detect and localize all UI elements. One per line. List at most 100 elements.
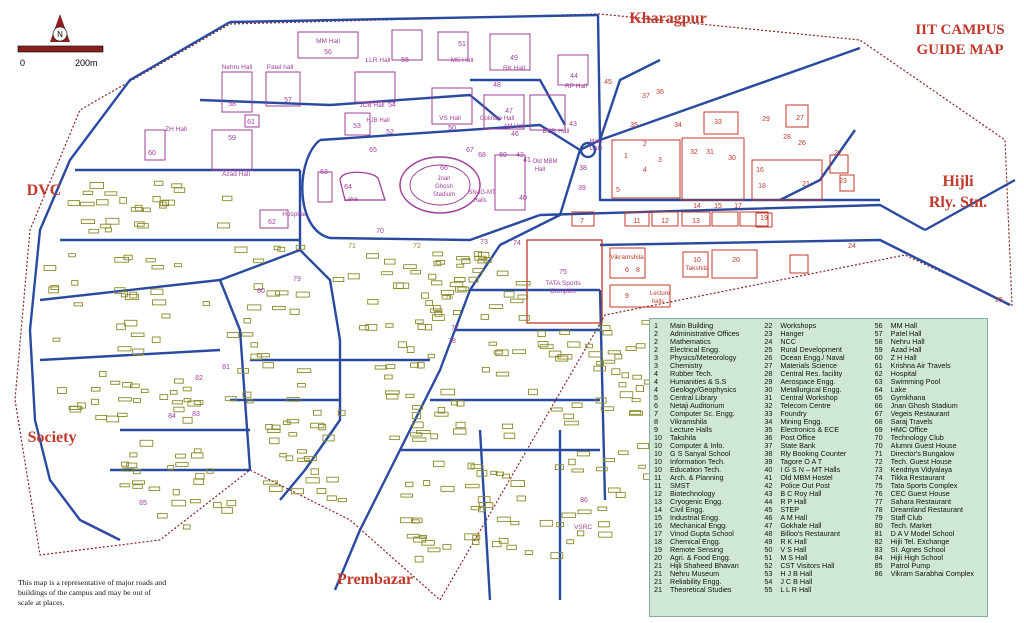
map-label-n35[interactable]: 35 [630,122,638,129]
map-label-n17[interactable]: 17 [734,203,742,210]
map-label-n76[interactable]: 76 [445,294,453,301]
map-label-bcr_n[interactable]: 43 [569,121,577,128]
map-label-n23[interactable]: 23 [839,178,847,185]
map-label-n7[interactable]: 7 [580,218,584,225]
map-label-n45[interactable]: 45 [604,79,612,86]
map-label-lecture[interactable]: Lecture [650,291,671,297]
map-label-n67[interactable]: 67 [466,147,474,154]
map-label-n19[interactable]: 19 [760,215,768,222]
map-label-llr_n[interactable]: 55 [401,57,409,64]
map-label-bcr[interactable]: BCR Hall [543,128,570,135]
map-label-n6[interactable]: 6 [625,267,629,274]
map-label-hjb_n[interactable]: 53 [353,123,361,130]
map-label-n71[interactable]: 71 [348,243,356,250]
map-label-mm[interactable]: MM Hall [316,38,340,45]
map-label-n74[interactable]: 74 [513,240,521,247]
map-label-n1[interactable]: 1 [624,153,628,160]
map-label-nehru_n[interactable]: 58 [228,101,236,108]
map-label-n42[interactable]: 42 [516,152,524,159]
map-label-n30[interactable]: 30 [728,155,736,162]
map-label-am_n[interactable]: 46 [511,131,519,138]
map-label-ms[interactable]: MS Hall [451,57,474,64]
map-label-n37[interactable]: 37 [642,93,650,100]
map-label-n83[interactable]: 83 [192,411,200,418]
map-label-n40[interactable]: 40 [519,195,527,202]
map-label-n78[interactable]: 78 [448,338,456,345]
map-label-n32[interactable]: 32 [690,149,698,156]
map-label-vsrc[interactable]: VSRC [574,524,592,531]
map-label-hospital[interactable]: Hospital [282,211,306,218]
map-label-n24[interactable]: 24 [848,243,856,250]
map-label-n20[interactable]: 20 [732,257,740,264]
map-label-n9[interactable]: 9 [625,293,629,300]
map-label-n75[interactable]: 75 [559,269,567,276]
map-label-rp[interactable]: RP Hall [565,83,587,90]
map-label-n59[interactable]: 59 [228,135,236,142]
map-label-oldmbm[interactable]: Old MBM [532,159,557,165]
map-label-n63[interactable]: 63 [320,169,328,176]
map-label-llr[interactable]: LLR Hall [366,57,391,64]
map-label-complex[interactable]: Complex [550,288,576,295]
map-label-n34[interactable]: 34 [674,122,682,129]
map-label-n5[interactable]: 5 [616,187,620,194]
map-label-n3[interactable]: 3 [658,157,662,164]
map-label-zh_n[interactable]: 60 [148,150,156,157]
map-label-n69[interactable]: 69 [499,152,507,159]
map-label-n31[interactable]: 31 [706,149,714,156]
map-label-n38[interactable]: 38 [579,165,587,172]
map-label-maingate[interactable]: Main [589,139,602,145]
map-label-ghosh[interactable]: Ghosh [435,184,453,190]
map-label-n82[interactable]: 82 [195,375,203,382]
map-label-n11[interactable]: 11 [633,218,640,225]
map-label-n12[interactable]: 12 [661,218,669,225]
map-label-n41[interactable]: 41 [523,157,531,164]
map-label-hall[interactable]: Hall [535,167,545,173]
map-label-n26[interactable]: 26 [798,140,806,147]
map-label-am[interactable]: AM Hall [503,124,524,130]
map-label-n39[interactable]: 39 [578,185,586,192]
map-label-n16[interactable]: 16 [756,167,764,174]
map-label-vs[interactable]: VS Hall [439,115,461,122]
map-label-n62[interactable]: 62 [268,219,276,226]
map-label-n65[interactable]: 65 [369,147,377,154]
map-label-sngm[interactable]: SN-IG-MT [468,190,496,196]
map-label-gokhale[interactable]: Gokhale Hall [480,116,514,122]
map-label-vikram[interactable]: Vikramshila [610,254,644,261]
map-label-tata[interactable]: TATA Sports [545,280,581,287]
map-label-n25[interactable]: 25 [995,297,1003,304]
map-label-jnan[interactable]: Jnan [437,176,450,182]
map-label-n84[interactable]: 84 [168,413,176,420]
map-label-n18[interactable]: 18 [758,183,766,190]
map-label-patel[interactable]: Patel hall [267,64,294,71]
map-label-n77[interactable]: 77 [451,325,459,332]
map-label-n8[interactable]: 8 [636,267,640,274]
map-label-lhalls[interactable]: halls [652,299,664,305]
map-label-vs_n[interactable]: 50 [448,125,456,132]
map-label-n15[interactable]: 15 [714,203,722,210]
map-label-patel_n[interactable]: 57 [284,97,292,104]
map-label-n28[interactable]: 28 [783,134,791,141]
map-label-n80[interactable]: 80 [257,288,265,295]
map-label-n70[interactable]: 70 [376,228,384,235]
map-label-jcb_n[interactable]: 54 [388,102,396,109]
map-label-n61[interactable]: 61 [247,119,255,126]
map-label-n21[interactable]: 21 [802,181,810,188]
map-label-jcb[interactable]: JCB Hall [359,102,385,109]
map-label-n64[interactable]: 64 [344,184,352,191]
map-label-n68[interactable]: 68 [478,152,486,159]
map-label-azad[interactable]: Azad Hall [222,171,250,178]
map-label-rk_n[interactable]: 49 [510,55,518,62]
map-label-n73[interactable]: 73 [480,239,488,246]
map-label-zh[interactable]: ZH Hall [165,126,187,133]
map-label-n4[interactable]: 4 [643,167,647,174]
map-label-takshila[interactable]: Takshila [685,265,709,272]
map-label-mm_n[interactable]: 56 [324,49,332,56]
map-label-n52[interactable]: 52 [386,129,394,136]
map-label-n85[interactable]: 85 [139,500,147,507]
map-label-n81[interactable]: 81 [222,364,230,371]
map-label-n22[interactable]: 22 [834,150,842,157]
map-label-n13[interactable]: 13 [692,218,700,225]
map-label-n33[interactable]: 33 [714,119,722,126]
map-label-nehru[interactable]: Nehru Hall [222,64,253,71]
